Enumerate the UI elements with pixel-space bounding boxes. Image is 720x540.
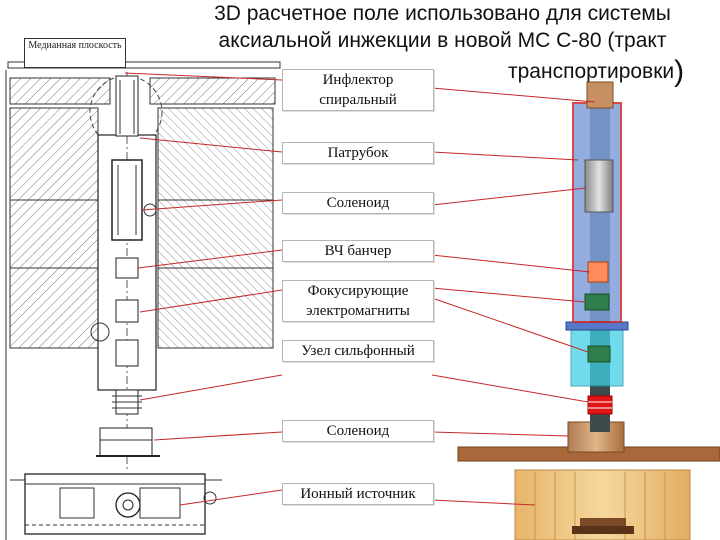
solenoid-3d [584, 159, 614, 213]
engineering-drawing [5, 61, 281, 540]
left-wall [9, 107, 99, 349]
title-line-3: транспортировки) [508, 55, 684, 89]
bellows-drawing [112, 389, 142, 415]
title-line-2: аксиальной инжекции в новой МС С-80 (тра… [218, 29, 667, 52]
right-wall [157, 107, 274, 349]
title-line-1: 3D расчетное поле использовано для систе… [214, 2, 671, 25]
top-right-wall [149, 77, 276, 105]
median-plane-label: Медианная плоскость [24, 38, 126, 68]
slide-title: 3D расчетное поле использовано для систе… [170, 0, 715, 54]
title-paren: ) [674, 55, 685, 88]
label-ion-source: Ионный источник [282, 483, 434, 505]
label-branch-pipe: Патрубок [282, 142, 434, 164]
bellows-3d [587, 395, 613, 415]
inflector-3d [586, 81, 614, 109]
label-solenoid-lower: Соленоид [282, 420, 434, 442]
lower-solenoid-drawing [99, 427, 153, 457]
connector-lines [124, 72, 596, 506]
drawing-top-band [7, 61, 281, 69]
focus-magnet-2 [587, 345, 611, 363]
top-left-wall [9, 77, 111, 105]
inflector-part [115, 75, 139, 137]
label-inflector: Инфлектор спиральный [282, 69, 434, 111]
label-bellows-unit: Узел сильфонный [282, 340, 434, 362]
title-line-3-text: транспортировки [508, 60, 675, 83]
buncher-3d [587, 261, 609, 283]
label-focusing-magnets: Фокусирующие электромагниты [282, 280, 434, 322]
ion-source-drawing [10, 473, 222, 535]
model-3d [457, 81, 720, 540]
label-rf-buncher: ВЧ банчер [282, 240, 434, 262]
label-solenoid-upper: Соленоид [282, 192, 434, 214]
focus-magnet-1 [584, 293, 610, 311]
solenoid-drawing [111, 159, 143, 241]
buncher-drawing [115, 257, 139, 279]
flange [565, 321, 629, 331]
